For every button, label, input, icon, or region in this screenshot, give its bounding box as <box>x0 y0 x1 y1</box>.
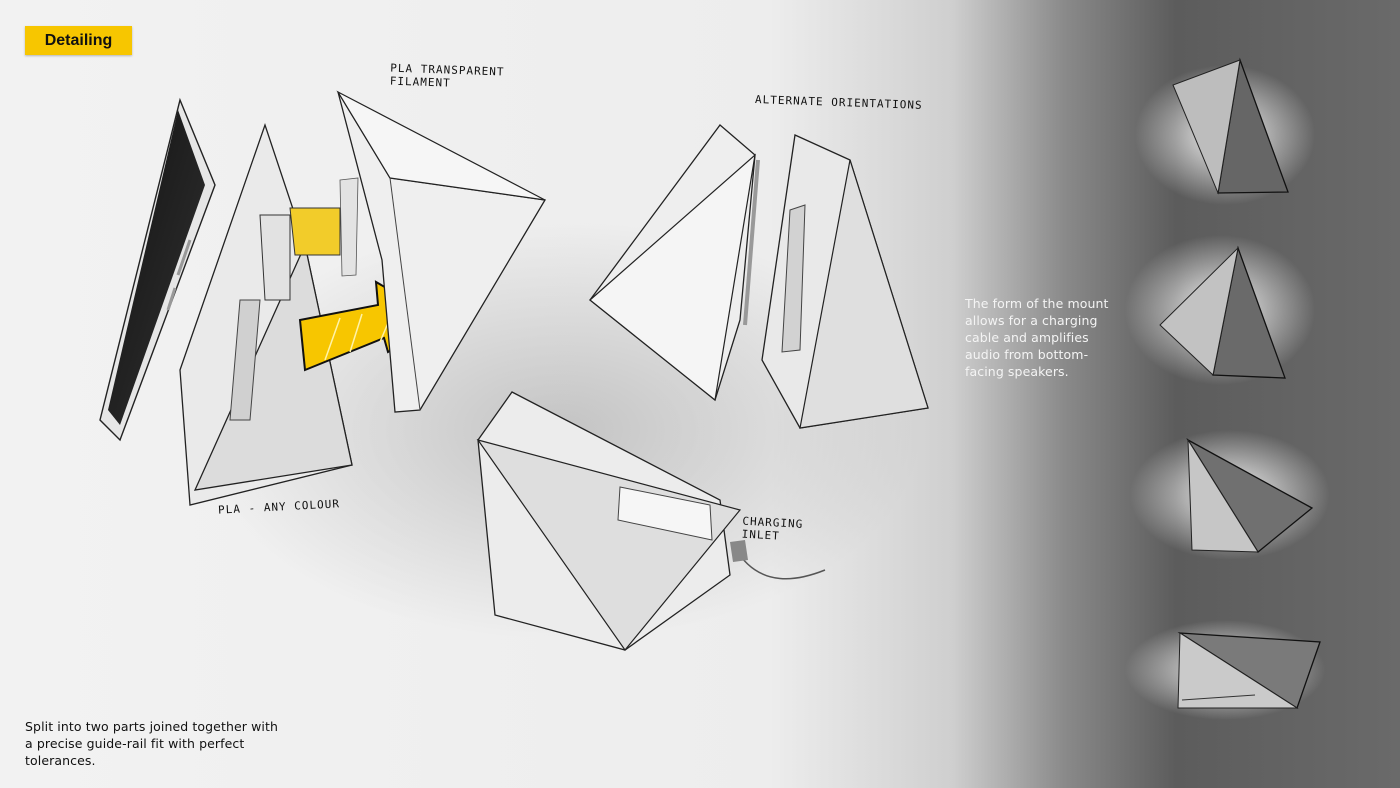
mount-part-left <box>179 122 353 506</box>
alternate-orientation-wedge <box>589 124 760 402</box>
section-tag: Detailing <box>25 26 132 55</box>
tablet-sketch <box>99 97 216 442</box>
alternate-orientation-triangle <box>761 134 929 429</box>
thumbnail-4 <box>1125 620 1325 720</box>
charging-mount <box>476 391 826 651</box>
thumbnail-2 <box>1125 235 1315 385</box>
note-mount-form: The form of the mount allows for a charg… <box>965 296 1109 379</box>
thumbnail-1 <box>1135 57 1315 205</box>
mount-part-transparent <box>336 90 547 413</box>
label-charging-inlet: CHARGING INLET <box>741 514 804 543</box>
thumbnail-3 <box>1130 430 1330 560</box>
label-transparent-filament: PLA TRANSPARENT FILAMENT <box>389 61 505 90</box>
note-split-parts: Split into two parts joined together wit… <box>25 719 279 768</box>
